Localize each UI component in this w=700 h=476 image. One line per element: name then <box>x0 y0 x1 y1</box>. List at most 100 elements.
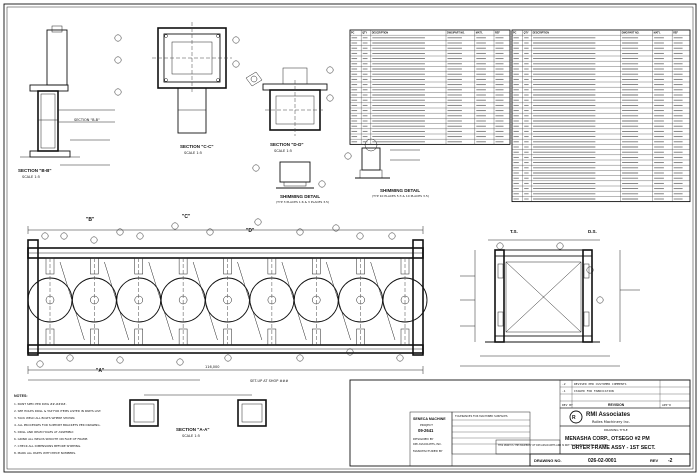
svg-text:REVISION: REVISION <box>608 403 625 407</box>
bearing-bracket <box>312 328 321 346</box>
piece-callout-bubble <box>388 232 396 240</box>
svg-text:APP'D: APP'D <box>662 403 671 407</box>
bearing-bracket <box>400 257 410 275</box>
bearing-bracket <box>267 257 277 275</box>
bearing-bracket <box>400 328 410 346</box>
piece-callout-bubble <box>114 56 122 64</box>
piece-callout-bubble <box>296 228 304 236</box>
section-a-view: SECTION "A-A" SCALE 1:5 <box>129 394 267 438</box>
bearing-bracket <box>134 328 143 346</box>
piece-callout-bubble <box>254 218 262 226</box>
piece-callout-bubble <box>556 242 564 250</box>
end-view: T.S. D.S. <box>460 229 640 367</box>
svg-text:DESIGNED BY: DESIGNED BY <box>413 437 434 441</box>
note-line: 7. CHECK ALL DIMENSIONS BEFORE SHIPPING. <box>14 444 81 448</box>
brace-line <box>237 261 263 341</box>
piece-callout-bubble <box>252 164 260 172</box>
notes-block: NOTES: 1. PAINT SPEC PER DWG ##-####.2. … <box>14 394 101 455</box>
parts-header: PC <box>351 32 355 35</box>
piece-callout-bubble <box>224 354 232 362</box>
svg-text:REV BY: REV BY <box>562 403 573 407</box>
svg-text:(TYP 3 PLACES 1:6 & 3 PLACES 3: (TYP 3 PLACES 1:6 & 3 PLACES 3.5) <box>276 200 329 204</box>
bearing-bracket <box>178 328 188 346</box>
piece-callout-bubble <box>332 224 340 232</box>
parts-header: DWG/PART NO. <box>622 32 640 35</box>
svg-text:-1: -1 <box>562 389 566 393</box>
note-line: 1. PAINT SPEC PER DWG ##-####. <box>14 402 67 406</box>
shimming-detail-right: SHIMMING DETAIL (TYP 10 PLACES 5:3 & 10 … <box>355 138 429 198</box>
bearing-bracket <box>45 328 55 346</box>
bearing-bracket <box>267 328 277 346</box>
piece-callout-bubble <box>66 354 74 362</box>
parts-header: MAT'L <box>476 32 484 35</box>
piece-callout-bubble <box>596 296 604 304</box>
svg-text:THIS PRINT IS THE PROPERTY OF: THIS PRINT IS THE PROPERTY OF RMI ASSOCI… <box>498 444 608 447</box>
svg-text:RMI Associates: RMI Associates <box>586 412 631 418</box>
bearing-bracket <box>356 328 365 346</box>
svg-text:SCALE 1:5: SCALE 1:5 <box>182 434 200 438</box>
brace-line <box>281 261 307 341</box>
main-frame-elevation: 116,000 SET-UP AT SHOP ### <box>27 226 424 383</box>
svg-text:SCALE 1:5: SCALE 1:5 <box>274 149 292 153</box>
bearing-bracket <box>90 328 99 346</box>
bearing-bracket <box>223 328 232 346</box>
svg-text:-2: -2 <box>562 382 566 386</box>
note-line: 4. ALL PROCESSES FOR SUPPORT BRACKETS PE… <box>14 423 101 427</box>
brace-line <box>59 261 85 341</box>
svg-text:DRYER FRAME ASSY - 1ST SECT.: DRYER FRAME ASSY - 1ST SECT. <box>572 445 656 451</box>
parts-header: DESCRIPTION <box>533 32 550 35</box>
svg-text:DRAWING NO.: DRAWING NO. <box>534 458 562 463</box>
svg-text:SHIMMING DETAIL: SHIMMING DETAIL <box>280 194 320 199</box>
dryer-cylinders <box>27 257 428 346</box>
piece-callout-bubble <box>296 354 304 362</box>
svg-text:SECTION "D-D": SECTION "D-D" <box>270 142 304 147</box>
section-b-view: SECTION "B-B" SECTION "B-B" SCALE 1:5 <box>18 25 115 179</box>
svg-text:PROJECT: PROJECT <box>420 423 433 427</box>
svg-text:SET-UP AT SHOP ###: SET-UP AT SHOP ### <box>250 379 288 383</box>
piece-callout-bubble <box>326 66 334 74</box>
svg-text:116,000: 116,000 <box>205 365 219 369</box>
svg-text:MENASHA CORP., OTSEGO #2 PM: MENASHA CORP., OTSEGO #2 PM <box>565 436 650 442</box>
svg-text:SCALE 1:5: SCALE 1:5 <box>184 151 202 155</box>
piece-callout-bubble <box>90 236 98 244</box>
brace-line <box>326 261 351 341</box>
note-line: 2. SEE HOLES DRILL & TAP FOR ITEMS LISTE… <box>14 409 101 413</box>
callout-bubbles <box>36 34 604 368</box>
parts-header: PC <box>513 32 517 35</box>
svg-text:SENECA MACHINE: SENECA MACHINE <box>413 417 446 421</box>
parts-header: DESCRIPTION <box>372 32 389 35</box>
brace-line <box>370 261 396 341</box>
svg-text:-2: -2 <box>668 458 673 464</box>
piece-callout-bubble <box>176 358 184 366</box>
title-block: -2 REVISED PER CUSTOMER COMMENTS -1 ISSU… <box>349 379 691 467</box>
bearing-bracket <box>356 257 365 275</box>
section-c-view: SECTION "C-C" SCALE 1:5 <box>152 22 232 155</box>
piece-callout-bubble <box>206 228 214 236</box>
bearing-bracket <box>90 257 99 275</box>
piece-callout-bubble <box>396 354 404 362</box>
parts-header: QTY <box>362 32 367 35</box>
svg-text:SHIMMING DETAIL: SHIMMING DETAIL <box>380 188 420 193</box>
bearing-bracket <box>45 257 55 275</box>
shimming-detail-left: SHIMMING DETAIL (TYP 3 PLACES 1:6 & 3 PL… <box>276 161 329 204</box>
piece-callout-bubble <box>356 232 364 240</box>
sheet-border <box>3 3 697 473</box>
piece-callout-bubble <box>586 266 594 274</box>
piece-callout-bubble <box>116 356 124 364</box>
note-line: 3. TACK WELD ALL BOLTS WHERE SHOWN. <box>14 416 75 420</box>
piece-callout-bubble <box>136 232 144 240</box>
note-line: 5. DRILL AND REAM HOLES AT ASSEMBLY. <box>14 430 74 434</box>
svg-text:REVISED PER CUSTOMER COMMENTS: REVISED PER CUSTOMER COMMENTS <box>574 382 627 386</box>
svg-text:026-02-0001: 026-02-0001 <box>588 458 617 464</box>
svg-text:R: R <box>572 415 576 421</box>
bearing-bracket <box>312 257 321 275</box>
parts-header: QTY <box>524 32 529 35</box>
piece-callout-bubble <box>116 228 124 236</box>
svg-text:09-2641: 09-2641 <box>418 428 434 433</box>
parts-header: REF <box>673 32 678 35</box>
svg-text:SECTION "B-B": SECTION "B-B" <box>74 118 100 122</box>
parts-header: DWG/PART NO. <box>447 32 465 35</box>
